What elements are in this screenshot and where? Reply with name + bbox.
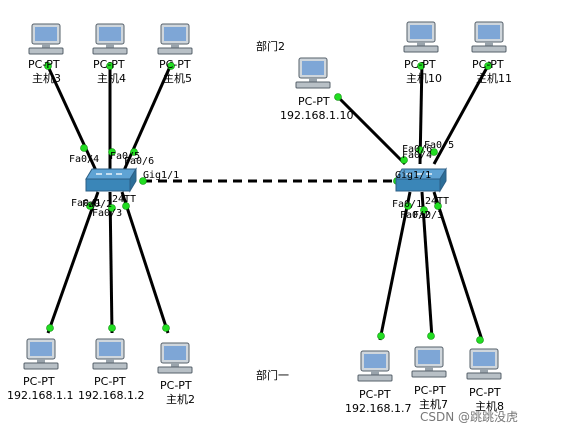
port-label: Fa0/2 — [400, 210, 431, 221]
pc-icon[interactable] — [92, 338, 128, 370]
link-line — [336, 95, 407, 166]
link-line — [44, 61, 100, 176]
pc-type-label: PC-PT — [404, 58, 436, 71]
switch-model-label: 24TT — [425, 196, 450, 207]
left-switch-icon[interactable] — [85, 168, 137, 192]
pc-type-label: PC-PT — [93, 58, 125, 71]
pc-icon[interactable] — [357, 350, 393, 382]
pc-name-label: 主机11 — [476, 72, 512, 85]
link-line — [432, 61, 492, 165]
link-line — [378, 191, 412, 341]
pc-name-label: 192.168.1.1 — [7, 389, 74, 402]
pc-icon[interactable] — [92, 23, 128, 55]
port-label: Fa0/6 — [402, 144, 433, 155]
pc-icon[interactable] — [466, 348, 502, 380]
port-label: Fa0/2 — [82, 199, 113, 210]
pc-name-label: 主机2 — [166, 393, 195, 406]
link-line — [120, 191, 170, 334]
port-label: Fa0/1 — [392, 199, 423, 210]
pc-type-label: PC-PT — [94, 375, 126, 388]
port-label: Fa0/4 — [69, 154, 100, 165]
pc-name-label: 主机4 — [97, 72, 126, 85]
pc-icon[interactable] — [157, 342, 193, 374]
pc-name-label: 192.168.1.2 — [78, 389, 145, 402]
pc-type-label: PC-PT — [28, 58, 60, 71]
pc-type-label: PC-PT — [472, 58, 504, 71]
pc-icon[interactable] — [28, 23, 64, 55]
pc-type-label: PC-PT — [159, 58, 191, 71]
pc-name-label: 主机3 — [32, 72, 61, 85]
pc-type-label: PC-PT — [298, 95, 330, 108]
port-label: Fa0/3 — [92, 208, 123, 219]
pc-icon[interactable] — [295, 57, 331, 89]
link-line — [120, 61, 174, 176]
link-line — [108, 191, 114, 334]
pc-type-label: PC-PT — [23, 375, 55, 388]
port-label: Fa0/3 — [413, 210, 444, 221]
port-label: Fa0/6 — [124, 156, 155, 167]
dept2-label: 部门2 — [256, 40, 285, 53]
watermark: CSDN @跳跳没虎 — [420, 410, 519, 424]
port-label: Fa0/4 — [402, 150, 433, 161]
port-label: Fa0/1 — [71, 198, 102, 209]
pc-name-label: 192.168.1.10 — [280, 109, 354, 122]
link-line — [420, 191, 434, 339]
port-label: Fa0/5 — [110, 151, 141, 162]
pc-name-label: 主机7 — [419, 398, 448, 411]
pc-icon[interactable] — [157, 23, 193, 55]
port-label: Gig1/1 — [395, 170, 432, 181]
pc-icon[interactable] — [471, 21, 507, 53]
pc-icon[interactable] — [411, 346, 447, 378]
dept1-label: 部门一 — [256, 369, 289, 382]
pc-name-label: 主机10 — [406, 72, 442, 85]
pc-icon[interactable] — [23, 338, 59, 370]
pc-type-label: PC-PT — [359, 388, 391, 401]
port-label: Gig1/1 — [143, 170, 180, 181]
link-line — [432, 191, 484, 341]
pc-type-label: PC-PT — [160, 379, 192, 392]
port-label: Fa0/5 — [424, 140, 455, 151]
pc-name-label: 主机8 — [475, 400, 504, 413]
pc-name-label: 主机5 — [163, 72, 192, 85]
pc-type-label: PC-PT — [414, 384, 446, 397]
switch-model-label: 24TT — [112, 194, 137, 205]
pc-name-label: 192.168.1.7 — [345, 402, 412, 415]
pc-icon[interactable] — [403, 21, 439, 53]
link-line — [46, 191, 100, 334]
link-status-dots — [44, 62, 492, 344]
pc-type-label: PC-PT — [469, 386, 501, 399]
